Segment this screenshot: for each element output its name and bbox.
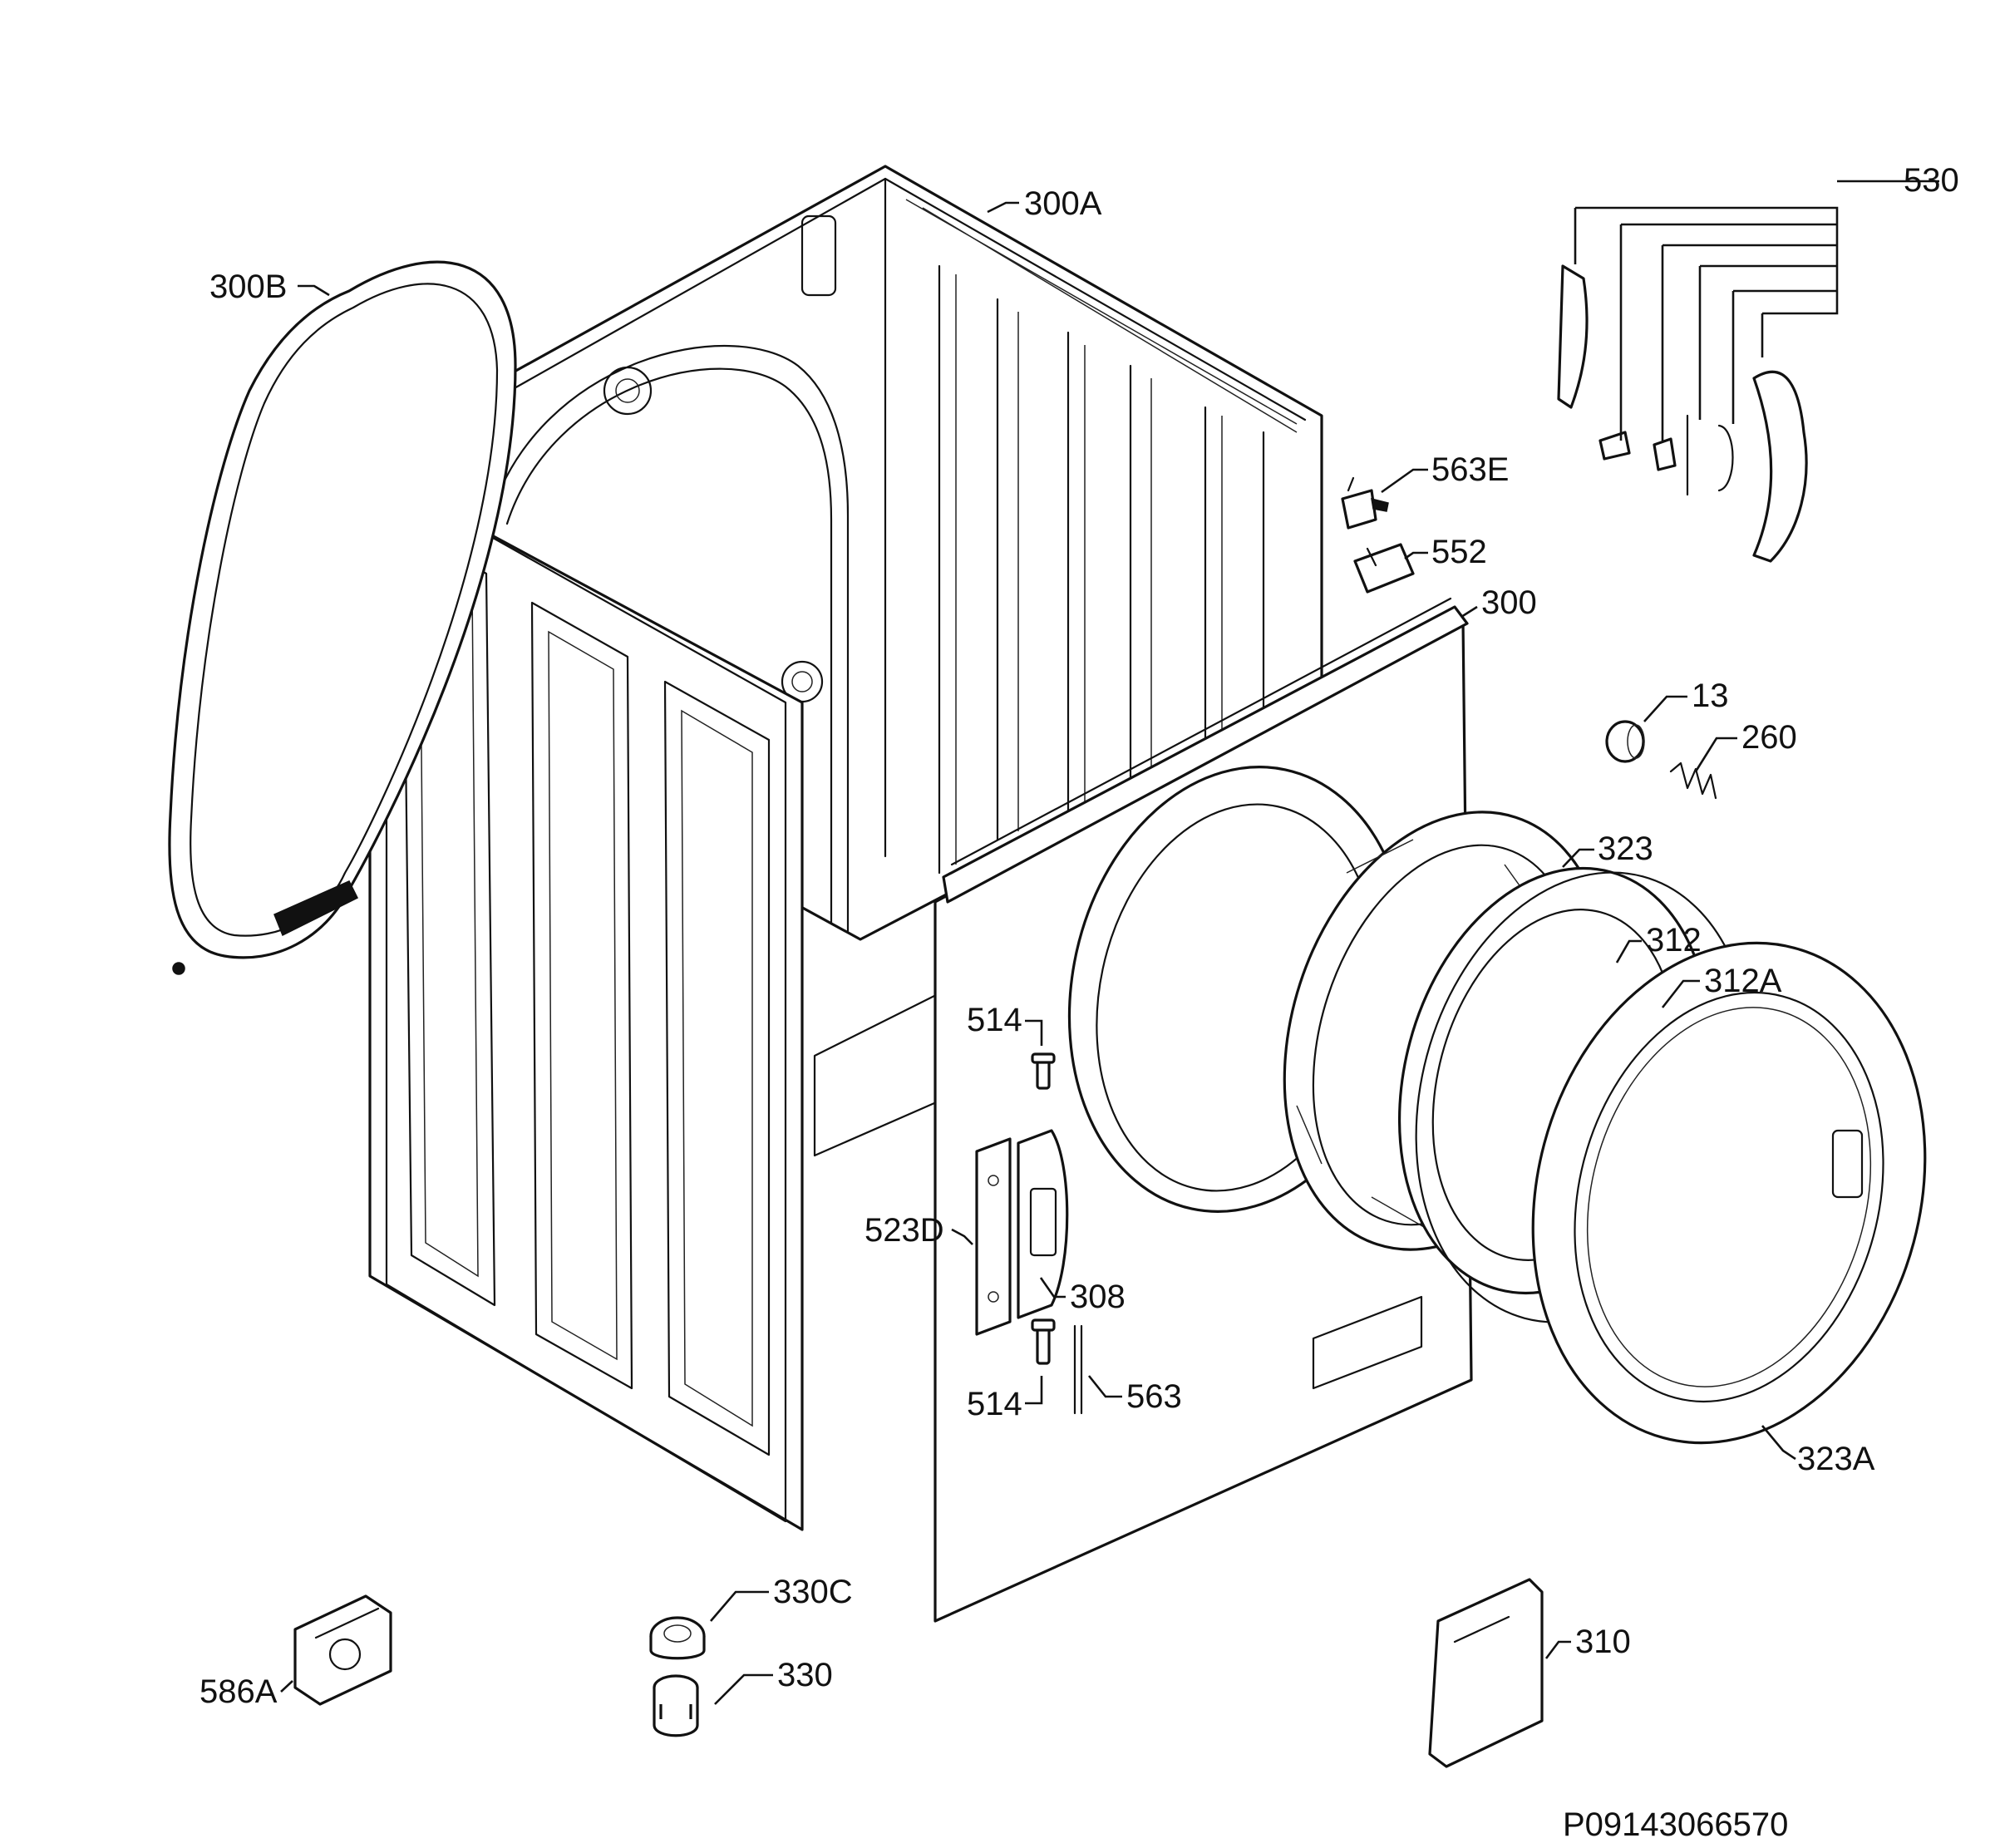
label-514-lower: 514	[967, 1386, 1022, 1422]
label-330: 330	[777, 1657, 833, 1693]
filter-cover-310	[1428, 1578, 1544, 1768]
label-308: 308	[1070, 1279, 1126, 1315]
hinge-pin-563	[1073, 1324, 1083, 1415]
part-labels: 300A 300B 530 563E 552 300 13 260 323 31…	[200, 162, 1959, 1710]
label-300: 300	[1481, 584, 1537, 621]
label-300A: 300A	[1024, 185, 1102, 222]
screw-514-upper	[1031, 1052, 1056, 1090]
label-310: 310	[1575, 1624, 1631, 1660]
label-563E: 563E	[1431, 451, 1509, 488]
leader-lines	[280, 180, 1939, 1705]
label-323A: 323A	[1797, 1441, 1875, 1477]
screw-514-lower	[1031, 1318, 1056, 1365]
label-323: 323	[1598, 830, 1653, 867]
switch-563E	[1341, 476, 1389, 530]
foot-nut-330C	[649, 1616, 706, 1660]
spring-260	[1669, 761, 1717, 800]
label-563: 563	[1126, 1378, 1182, 1415]
door-outer-ring-323A	[1531, 941, 1927, 1445]
document-id: P09143066570	[1563, 1806, 1788, 1843]
label-552: 552	[1431, 534, 1487, 570]
label-312: 312	[1646, 922, 1702, 958]
label-514-upper: 514	[967, 1002, 1022, 1038]
foot-330	[653, 1674, 699, 1737]
label-330C: 330C	[773, 1574, 853, 1610]
handle-kit-530	[1557, 264, 1808, 563]
label-260: 260	[1741, 719, 1797, 756]
label-300B: 300B	[209, 269, 287, 305]
door-hinge-523D	[975, 1137, 1012, 1336]
plug-13	[1605, 720, 1645, 763]
hinge-plate-308	[1017, 1129, 1069, 1319]
label-312A: 312A	[1704, 963, 1782, 999]
door-lock-552	[1353, 543, 1415, 594]
label-586A: 586A	[200, 1673, 278, 1710]
label-13: 13	[1692, 678, 1729, 714]
label-523D: 523D	[864, 1212, 944, 1249]
pressure-switch-586A	[293, 1594, 392, 1706]
label-530: 530	[1904, 162, 1959, 199]
rear-frame-300B	[168, 260, 517, 975]
